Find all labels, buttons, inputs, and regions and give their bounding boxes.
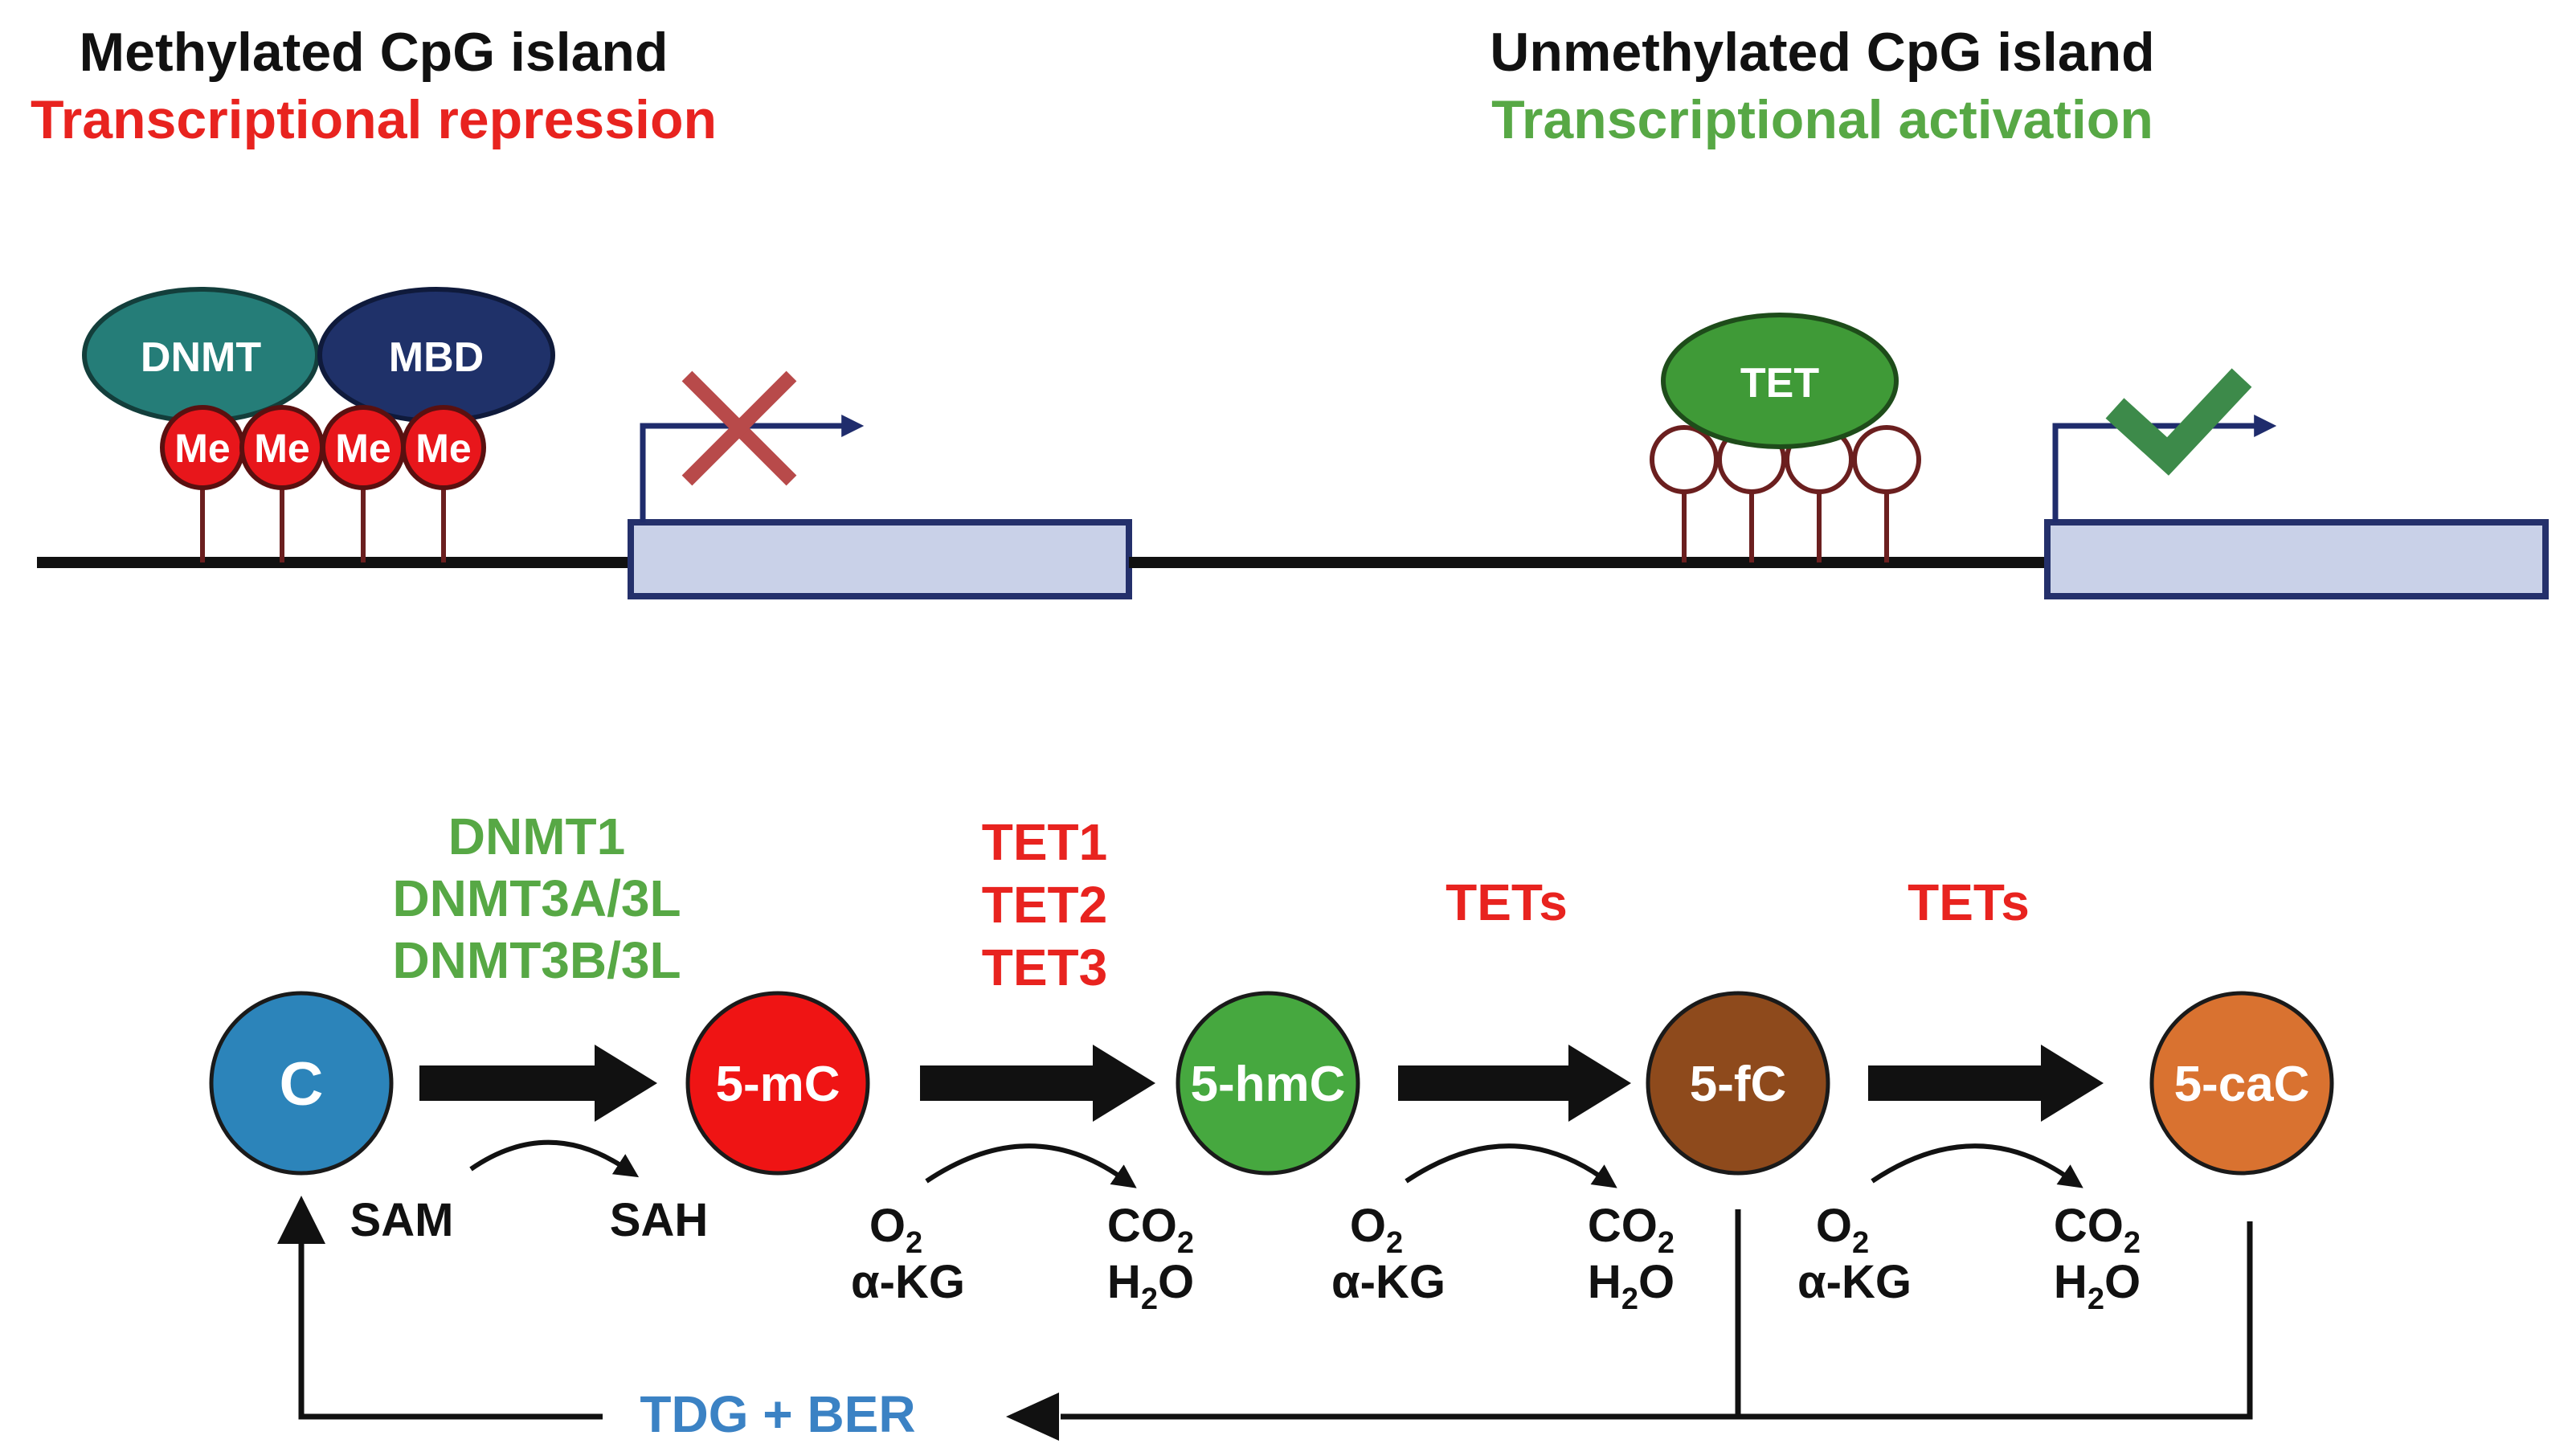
mbd-label: MBD [389,334,484,381]
node-5fc: 5-fC [1646,991,1830,1176]
enzyme-tet3: TET3 [982,939,1107,996]
me-label: Me [174,426,230,471]
methyl-stems [200,474,446,562]
check-icon [2105,368,2252,476]
cross-icon [681,370,797,486]
enzyme-tet2: TET2 [982,876,1107,934]
methyl-group-2: Me [239,405,325,490]
tss-arrow-repressed [640,415,865,522]
cofactor-arrows [469,1139,2083,1188]
me-label: Me [335,426,391,471]
cofactor-sam: SAM [350,1194,454,1246]
cofactor-akg: α-KG [1331,1256,1446,1308]
methyl-group-3: Me [321,405,406,490]
tet-label: TET [1740,360,1819,407]
node-5cac: 5-caC [2149,991,2334,1176]
cofactor-o2: O2 [869,1200,922,1260]
cofactor-akg: α-KG [1797,1256,1912,1308]
cofactor-h2o: H2O [2054,1256,2141,1316]
gene-box-repressed [628,519,1132,599]
methyl-group-1: Me [160,405,245,490]
enzyme-tets-2: TETs [1908,873,2030,931]
tet-protein [1661,313,1899,449]
repression-subtitle: Transcriptional repression [31,89,717,150]
enzyme-tet1: TET1 [982,813,1107,871]
enzyme-dnmt3a: DNMT3A/3L [392,869,681,927]
reaction-arrows [419,1045,2104,1122]
node-c: C [209,991,394,1176]
node-5hmc-label: 5-hmC [1191,1057,1346,1112]
me-label: Me [254,426,309,471]
cofactor-co2: CO2 [1588,1200,1675,1260]
tdg-ber-label: TDG + BER [640,1385,915,1443]
enzyme-dnmt1: DNMT1 [448,808,625,865]
return-arrowhead-up [277,1196,325,1244]
unmethylated-title: Unmethylated CpG island [1490,22,2154,83]
cofactor-o2: O2 [1350,1200,1403,1260]
me-label: Me [415,426,471,471]
return-arrowhead-left [1006,1393,1059,1441]
cofactor-co2: CO2 [1107,1200,1194,1260]
cofactor-sah: SAH [610,1194,708,1246]
cofactor-h2o: H2O [1107,1256,1194,1316]
cofactor-h2o: H2O [1588,1256,1675,1316]
enzyme-dnmt3b: DNMT3B/3L [392,931,681,989]
enzyme-tets-1: TETs [1446,873,1568,931]
return-pathway [298,1209,2253,1420]
gene-box-active [2044,519,2549,599]
activation-subtitle: Transcriptional activation [1491,89,2153,150]
cofactor-co2: CO2 [2054,1200,2141,1260]
node-c-label: C [280,1050,324,1119]
cofactor-o2: O2 [1816,1200,1869,1260]
node-5mc: 5-mC [685,991,870,1176]
cofactor-akg: α-KG [851,1256,965,1308]
node-5hmc: 5-hmC [1176,991,1360,1176]
methylated-title: Methylated CpG island [80,22,669,83]
dnmt-label: DNMT [141,334,261,381]
node-5mc-label: 5-mC [715,1057,840,1112]
node-5cac-label: 5-caC [2174,1057,2310,1112]
node-5fc-label: 5-fC [1690,1057,1787,1112]
methyl-group-4: Me [401,405,486,490]
